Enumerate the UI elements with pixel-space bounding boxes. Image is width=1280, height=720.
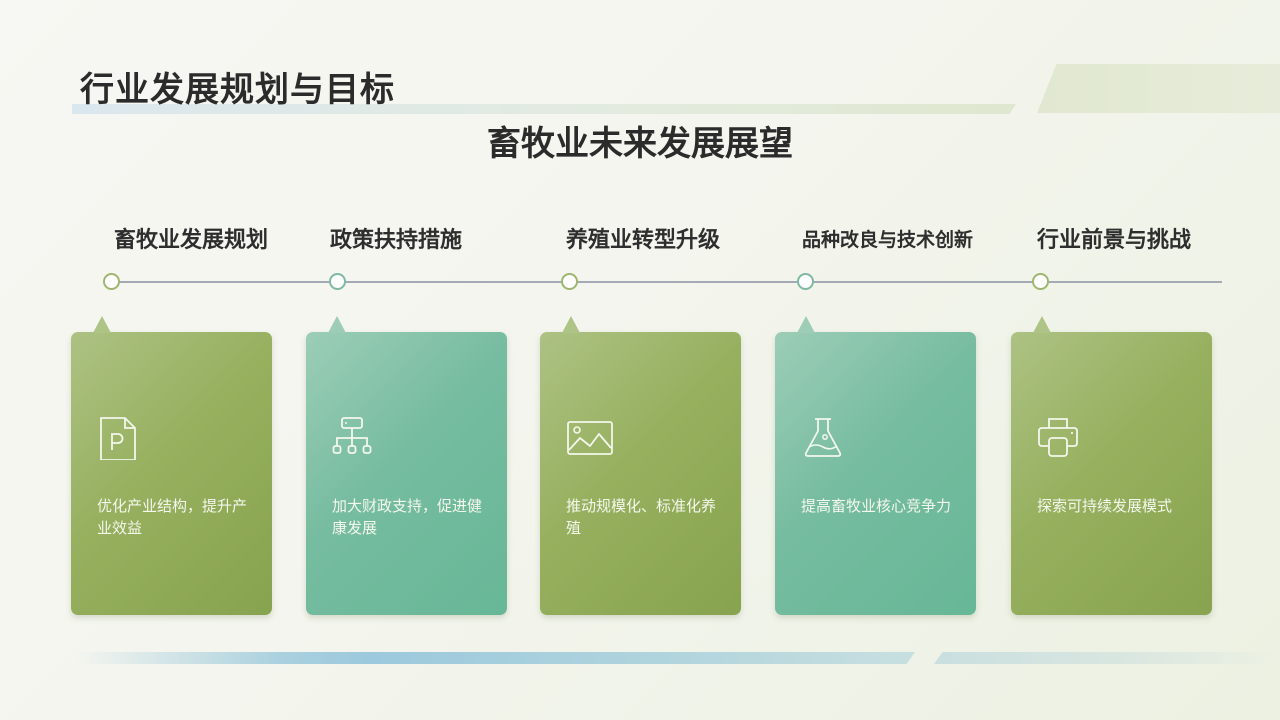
timeline-node-2	[329, 273, 346, 290]
card-description: 推动规模化、标准化养殖	[566, 497, 717, 537]
page-subtitle: 畜牧业未来发展展望	[487, 124, 793, 164]
card-pointer	[328, 316, 346, 333]
decorative-bottom-bar-right	[934, 652, 1280, 664]
card-3: 推动规模化、标准化养殖	[540, 316, 741, 615]
card-5: 探索可持续发展模式	[1011, 316, 1212, 615]
card-pointer	[1033, 316, 1051, 333]
timeline-node-3	[561, 273, 578, 290]
title-underline-bar	[72, 104, 1016, 114]
step-label-1: 畜牧业发展规划	[114, 228, 269, 253]
timeline-node-1	[103, 273, 120, 290]
card-description: 优化产业结构，提升产业效益	[97, 497, 248, 537]
timeline-node-5	[1032, 273, 1049, 290]
page-title: 行业发展规划与目标	[80, 70, 395, 110]
card-description: 提高畜牧业核心竞争力	[801, 497, 952, 515]
timeline-node-4	[797, 273, 814, 290]
step-label-2: 政策扶持措施	[330, 228, 463, 253]
card-pointer	[797, 316, 815, 333]
card-1: 优化产业结构，提升产业效益	[71, 316, 272, 615]
card-description: 探索可持续发展模式	[1037, 497, 1173, 515]
card-2: 加大财政支持，促进健康发展	[306, 316, 507, 615]
card-pointer	[93, 316, 111, 333]
card-description: 加大财政支持，促进健康发展	[332, 497, 483, 537]
powerpoint-file-icon	[100, 417, 136, 460]
card-pointer	[562, 316, 580, 333]
decorative-corner-block	[1037, 64, 1280, 113]
image-landscape-icon	[567, 421, 613, 455]
step-label-3: 养殖业转型升级	[566, 228, 721, 253]
step-label-5: 行业前景与挑战	[1037, 228, 1192, 253]
timeline-line	[112, 281, 1222, 283]
decorative-bottom-bar	[75, 652, 915, 664]
hierarchy-org-chart-icon	[332, 417, 372, 454]
printer-icon	[1038, 418, 1078, 457]
step-label-4: 品种改良与技术创新	[802, 229, 974, 251]
card-4: 提高畜牧业核心竞争力	[775, 316, 976, 615]
flask-icon	[804, 418, 842, 457]
